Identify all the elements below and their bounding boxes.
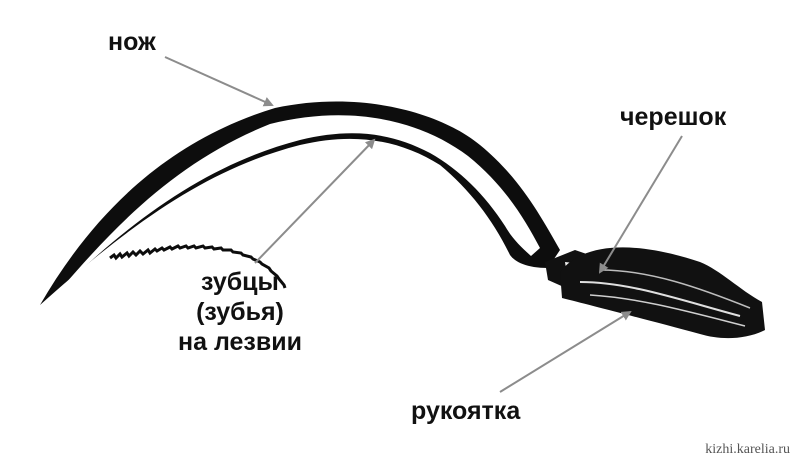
blade-highlight — [60, 115, 540, 290]
label-handle: рукоятка — [411, 397, 521, 425]
handle-grain-2 — [589, 294, 746, 327]
leader-teeth — [254, 138, 376, 264]
leader-knife — [164, 56, 274, 107]
label-teeth-line-1: зубцы — [201, 268, 279, 296]
label-teeth: зубцы (зубья) на лезвии — [178, 267, 302, 357]
sickle-handle — [560, 247, 765, 339]
handle-shape — [560, 247, 765, 339]
handle-grain-1 — [579, 281, 741, 317]
label-tang: черешок — [620, 103, 727, 131]
leader-tang — [598, 135, 683, 274]
leader-handle — [499, 310, 632, 393]
label-teeth-line-3: на лезвии — [178, 328, 302, 356]
handle-grain-3 — [599, 269, 751, 309]
source-credit: kizhi.karelia.ru — [705, 442, 790, 457]
label-teeth-line-2: (зубья) — [196, 298, 284, 326]
label-knife: нож — [108, 28, 156, 56]
